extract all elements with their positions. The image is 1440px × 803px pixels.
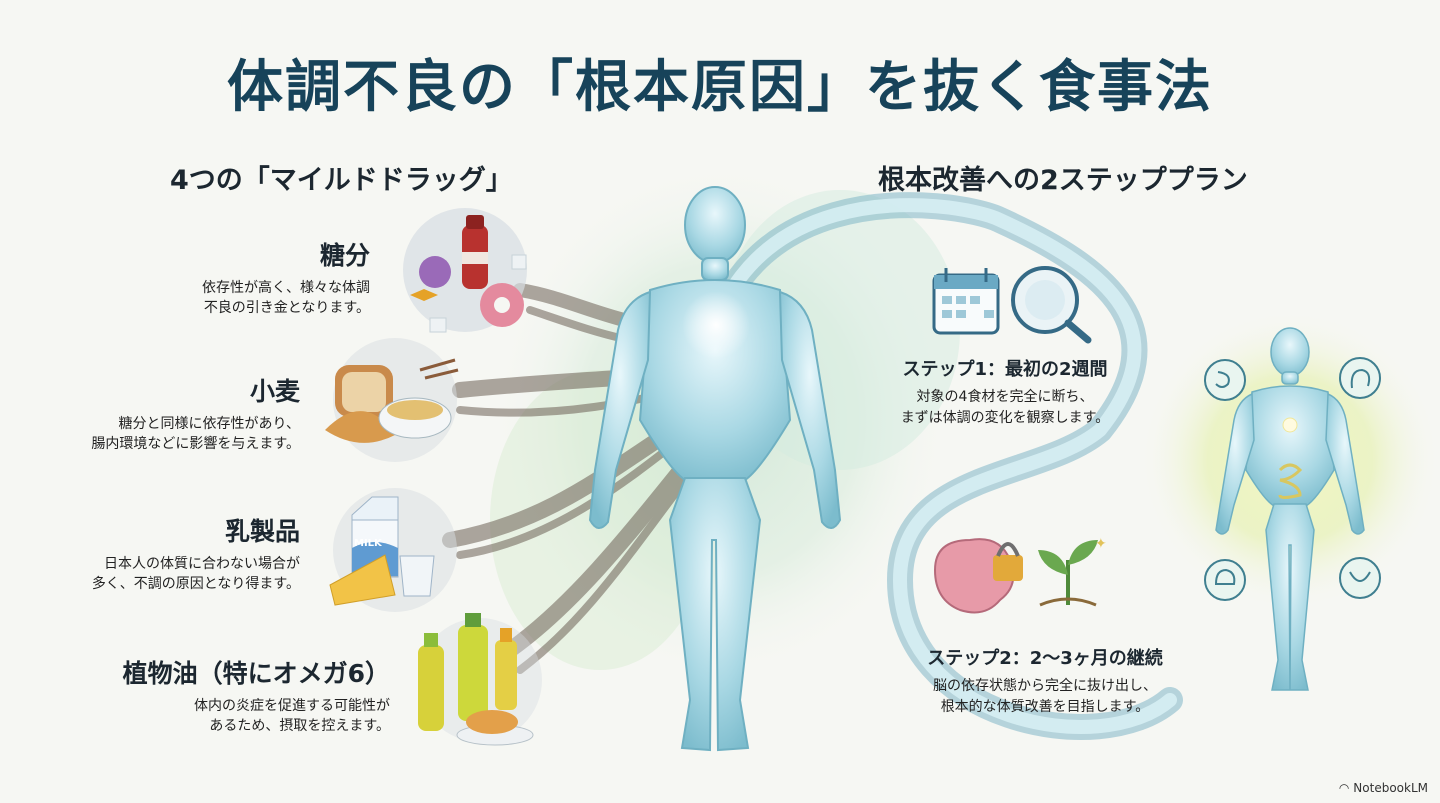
svg-text:✦: ✦ [1095, 536, 1107, 552]
food-name: 小麦 [249, 377, 300, 406]
notebooklm-credit: ◠ NotebookLM [1339, 781, 1428, 795]
step-desc-line: 脳の依存状態から完全に抜け出し、 [933, 678, 1157, 694]
food-desc-line: 糖分と同様に依存性があり、 [118, 416, 300, 432]
milk-cheese-icon [329, 488, 457, 612]
food-desc-line: 体内の炎症を促進する可能性が [194, 698, 390, 714]
food-item-vegetable-oil: 植物油（特にオメガ6） 体内の炎症を促進する可能性が あるため、摂取を控えます。 [90, 654, 390, 736]
healthy-body-figure [1215, 327, 1365, 691]
left-section-heading: 4つの「マイルドドラッグ」 [170, 165, 513, 196]
food-desc-line: 日本人の体質に合わない場合が [104, 556, 300, 572]
food-item-wheat: 小麦 糖分と同様に依存性があり、 腸内環境などに影響を与えます。 [40, 372, 300, 454]
food-desc-line: 依存性が高く、様々な体調 [202, 280, 370, 296]
central-body-figure [588, 186, 842, 752]
sprout-icon: ✦ [1038, 536, 1107, 607]
step-2: ステップ2：2〜3ヶ月の継続 脳の依存状態から完全に抜け出し、 根本的な体質改善… [905, 644, 1185, 718]
food-item-dairy: 乳製品 日本人の体質に合わない場合が 多く、不調の原因となり得ます。 [40, 512, 300, 594]
food-name: 乳製品 [224, 517, 300, 546]
step-desc-line: まずは体調の変化を観察します。 [900, 410, 1110, 426]
bread-noodles-icon [325, 338, 459, 462]
right-section-heading: 根本改善への2ステッププラン [878, 165, 1248, 196]
organ-icons [1204, 357, 1381, 601]
food-desc-line: あるため、摂取を控えます。 [209, 718, 390, 734]
brain-lock-icon [933, 538, 1023, 614]
food-desc-line: 多く、不調の原因となり得ます。 [91, 576, 300, 592]
page-title: 体調不良の「根本原因」を抜く食事法 [227, 55, 1213, 120]
step-title: ステップ2：2〜3ヶ月の継続 [927, 648, 1163, 669]
step-desc-line: 根本的な体質改善を目指します。 [940, 699, 1150, 715]
food-desc-line: 腸内環境などに影響を与えます。 [91, 436, 300, 452]
credit-text: NotebookLM [1353, 781, 1428, 795]
step-desc-line: 対象の4食材を完全に断ち、 [916, 389, 1094, 405]
magnifier-icon [1011, 266, 1092, 344]
intestine-shape [1278, 463, 1303, 499]
food-desc-line: 不良の引き金となります。 [203, 300, 370, 316]
oil-bottles-icon [418, 613, 542, 746]
step-1: ステップ1：最初の2週間 対象の4食材を完全に断ち、 まずは体調の変化を観察しま… [880, 355, 1130, 429]
food-name: 糖分 [319, 241, 370, 270]
notebooklm-logo-icon: ◠ [1338, 781, 1350, 795]
food-name: 植物油（特にオメガ6） [122, 659, 390, 688]
food-item-sugar: 糖分 依存性が高く、様々な体調 不良の引き金となります。 [110, 236, 370, 318]
calendar-icon [932, 268, 1000, 335]
step-title: ステップ1：最初の2週間 [902, 359, 1108, 380]
milk-carton-label: MILK [354, 538, 382, 549]
sweets-icon [403, 208, 527, 333]
